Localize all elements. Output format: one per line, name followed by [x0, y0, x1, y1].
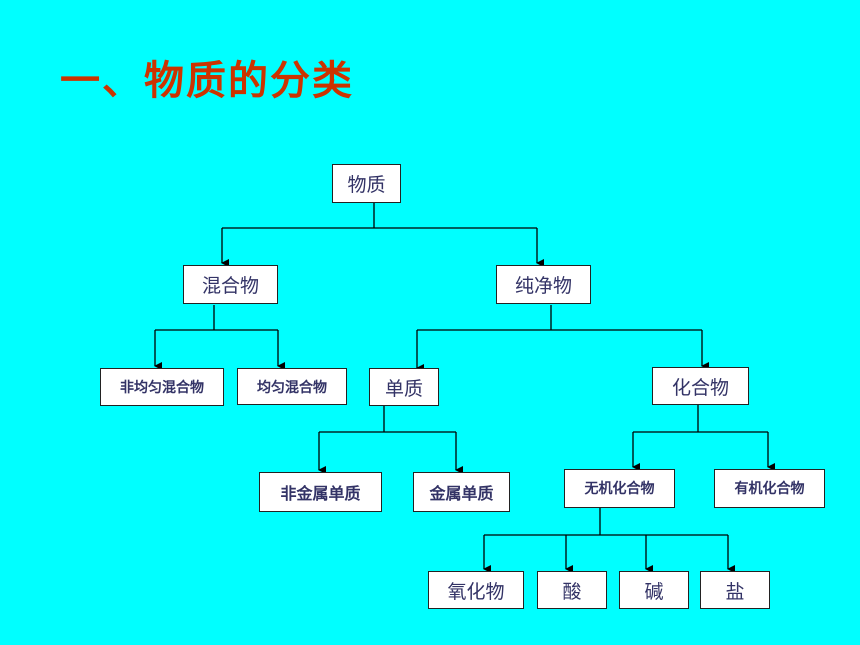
node-matter: 物质	[332, 164, 401, 203]
node-organic-compound: 有机化合物	[714, 469, 825, 508]
node-base: 碱	[619, 571, 689, 609]
node-nonmetal-element: 非金属单质	[259, 472, 382, 512]
node-heterogeneous-mixture: 非均匀混合物	[100, 368, 224, 406]
node-element: 单质	[369, 368, 439, 406]
node-inorganic-compound: 无机化合物	[564, 469, 675, 508]
node-salt: 盐	[700, 571, 770, 609]
node-compound: 化合物	[652, 367, 749, 405]
node-pure-substance: 纯净物	[496, 265, 591, 304]
node-acid: 酸	[537, 571, 607, 609]
node-oxide: 氧化物	[428, 571, 524, 609]
node-homogeneous-mixture: 均匀混合物	[237, 368, 347, 405]
node-metal-element: 金属单质	[413, 472, 510, 512]
node-mixture: 混合物	[183, 265, 278, 304]
page-title: 一、物质的分类	[60, 58, 354, 104]
